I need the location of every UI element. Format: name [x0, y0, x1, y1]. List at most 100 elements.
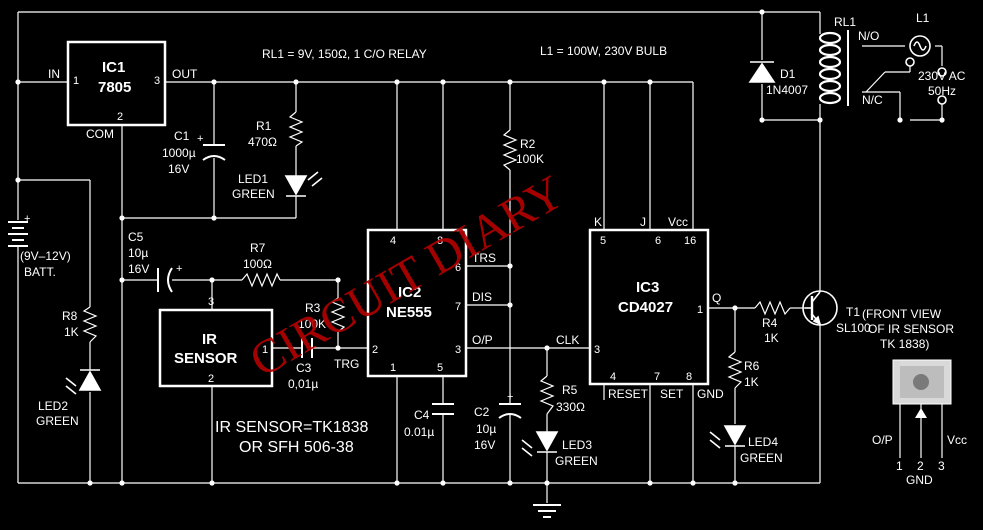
pinout-pin2: 2 — [917, 459, 924, 473]
d1-ref: D1 — [780, 67, 796, 81]
c2-voltage: 16V — [474, 438, 495, 452]
ir-sensor-line1: IR — [202, 331, 217, 348]
ic1-in-label: IN — [48, 67, 60, 81]
led4-ref: LED4 — [748, 435, 778, 449]
ic2-pin3: 3 — [455, 344, 461, 356]
led1-ref: LED1 — [238, 172, 268, 186]
d1-type: 1N4007 — [766, 83, 808, 97]
r5-value: 330Ω — [556, 400, 585, 414]
c1-value: 1000µ — [162, 146, 196, 160]
ic3-pin7: 7 — [654, 371, 660, 383]
ic3-set-label: SET — [660, 387, 684, 401]
ic3-k-label: K — [594, 215, 602, 229]
ic2-pin2: 2 — [372, 344, 378, 356]
r3-ref: R3 — [305, 301, 321, 315]
pinout-vcc-label: Vcc — [947, 433, 967, 447]
ic3-clk-label: CLK — [556, 333, 579, 347]
ic2-pin6: 6 — [455, 262, 461, 274]
ic3-reset-label: RESET — [608, 387, 649, 401]
resistor-r8 — [82, 306, 98, 343]
c1-voltage: 16V — [168, 162, 189, 176]
c4-value: 0.01µ — [404, 425, 434, 439]
t1-ref: T1 — [846, 305, 860, 319]
c2-plus: + — [507, 391, 513, 403]
ic2-pin7: 7 — [455, 301, 461, 313]
r3-value: 100K — [298, 317, 326, 331]
junction-dots — [15, 9, 945, 486]
front-view-line1: (FRONT VIEW — [862, 307, 942, 321]
led3-symbol — [521, 431, 559, 457]
ir-sensor-pin3: 3 — [208, 296, 214, 308]
resistor-r6 — [727, 351, 743, 389]
t1-type: SL100 — [836, 321, 871, 335]
relay-ref: RL1 — [834, 15, 856, 29]
relay-no-label: N/O — [858, 29, 879, 43]
pinout-pin3: 3 — [938, 459, 945, 473]
pinout-op-label: O/P — [872, 433, 893, 447]
r6-ref: R6 — [744, 359, 760, 373]
ic3-pin1: 1 — [697, 304, 703, 316]
r5-ref: R5 — [562, 383, 578, 397]
resistor-r5 — [539, 375, 555, 415]
r1-ref: R1 — [256, 119, 272, 133]
r1-value: 470Ω — [248, 135, 277, 149]
r4-value: 1K — [764, 331, 779, 345]
led2-ref: LED2 — [38, 399, 68, 413]
c5-voltage: 16V — [128, 262, 149, 276]
ir-sensor-line2: SENSOR — [174, 350, 238, 367]
ic3-pin3: 3 — [594, 344, 600, 356]
ground-symbol — [533, 504, 561, 518]
sensor-part-note: IR SENSOR=TK1838 — [215, 419, 369, 436]
led3-color: GREEN — [555, 454, 598, 468]
capacitor-c3 — [301, 338, 313, 358]
ic3-vcc-label: Vcc — [668, 215, 688, 229]
ic2-dis-label: DIS — [472, 290, 492, 304]
resistor-r7 — [241, 272, 281, 288]
ic2-pin4: 4 — [390, 235, 396, 247]
resistor-r1 — [288, 111, 304, 147]
c3-value: 0,01µ — [288, 377, 318, 391]
c3-ref: C3 — [296, 361, 312, 375]
led2-color: GREEN — [36, 414, 79, 428]
ic3-pin4: 4 — [610, 371, 616, 383]
ic3-j-label: J — [640, 215, 646, 229]
wires — [17, 11, 943, 503]
diode-d1 — [748, 61, 776, 83]
bulb-note: L1 = 100W, 230V BULB — [540, 44, 667, 58]
resistor-r3 — [330, 297, 346, 333]
ic3-q-label: Q — [712, 291, 721, 305]
sensor-alt-note: OR SFH 506-38 — [239, 439, 354, 456]
ac-terminals — [905, 57, 947, 105]
labels: RL1 = 9V, 150Ω, 1 C/O RELAY L1 = 100W, 2… — [20, 11, 967, 487]
resistor-r4 — [754, 300, 791, 316]
ir-sensor-box — [158, 308, 274, 388]
resistor-r2 — [502, 129, 518, 171]
battery-plus: + — [24, 213, 30, 225]
ic1-pin-com: 2 — [117, 111, 123, 123]
front-view-line3: TK 1838) — [880, 337, 929, 351]
pinout-gnd-label: GND — [906, 473, 933, 487]
c5-ref: C5 — [128, 230, 144, 244]
battery-voltage: (9V–12V) — [20, 249, 71, 263]
r2-value: 100K — [516, 152, 544, 166]
ir-sensor-pin1: 1 — [262, 344, 268, 356]
r2-ref: R2 — [520, 137, 536, 151]
ic3-ref: IC3 — [636, 279, 659, 296]
ic1-pin-in: 1 — [73, 75, 79, 87]
battery-label: BATT. — [24, 265, 56, 279]
ic2-type: NE555 — [386, 304, 432, 321]
ic2-trs-label: TRS — [472, 251, 496, 265]
r7-value: 100Ω — [243, 257, 272, 271]
relay-coil — [818, 30, 849, 120]
ic3-box — [588, 228, 710, 386]
front-view-line2: OF IR SENSOR — [868, 322, 954, 336]
ic2-box — [366, 228, 468, 378]
c2-ref: C2 — [474, 405, 490, 419]
ic2-op-label: O/P — [472, 333, 493, 347]
led1-symbol — [284, 171, 323, 197]
capacitor-c4 — [432, 403, 454, 415]
ic2-pin1: 1 — [390, 362, 396, 374]
capacitor-c1 — [202, 144, 226, 161]
c4-ref: C4 — [414, 408, 430, 422]
